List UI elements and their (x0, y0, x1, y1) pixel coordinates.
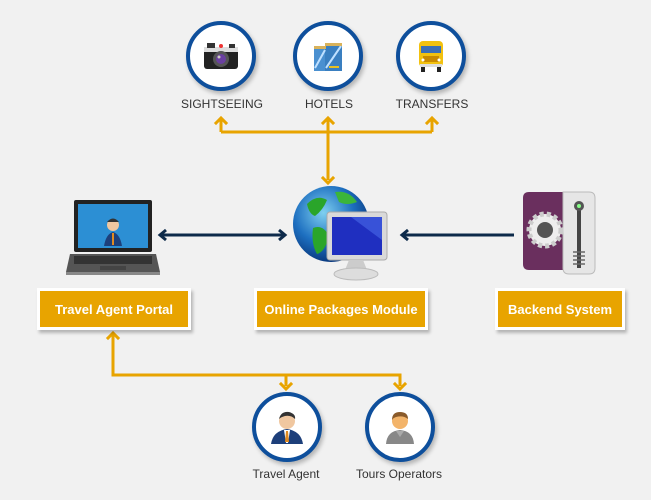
arrow-up-portal (105, 330, 121, 341)
travel-agent-portal-box: Travel Agent Portal (37, 288, 191, 330)
arrow-up-transfers (424, 115, 440, 126)
tours-operators-node (365, 392, 435, 462)
hotels-node (293, 21, 363, 91)
camera-icon (204, 43, 238, 69)
globe-monitor-icon (293, 186, 388, 281)
transfers-label: TRANSFERS (395, 97, 469, 111)
services-connector (219, 119, 434, 180)
travel-agent-node (252, 392, 322, 462)
arrow-down-travel-agent (278, 381, 294, 392)
arrow-up-sightseeing (213, 115, 229, 126)
transfers-node (396, 21, 466, 91)
laptop-icon (66, 200, 160, 275)
arrow-left-portal (157, 228, 167, 242)
users-connector (111, 334, 402, 386)
server-gear-icon (523, 191, 596, 275)
online-packages-module-box: Online Packages Module (254, 288, 428, 330)
businessman-icon (271, 411, 303, 444)
hotels-label: HOTELS (304, 97, 353, 111)
arrow-right-module (278, 228, 288, 242)
tours-operators-label: Tours Operators (355, 467, 443, 481)
backend-system-label: Backend System (507, 301, 613, 317)
arrow-down-tours-operators (392, 381, 408, 392)
backend-system-box: Backend System (495, 288, 625, 330)
arrow-up-hotels (320, 115, 336, 126)
hotel-building-icon (314, 43, 342, 71)
travel-agent-portal-label: Travel Agent Portal (55, 301, 173, 317)
travel-agent-label: Travel Agent (252, 467, 320, 481)
sightseeing-node (186, 21, 256, 91)
arrow-left-module (399, 228, 409, 242)
user-icon (386, 412, 414, 444)
arrow-down-module (320, 175, 336, 186)
online-packages-module-label: Online Packages Module (264, 301, 418, 317)
sightseeing-label: SIGHTSEEING (180, 97, 263, 111)
bus-icon (419, 41, 443, 72)
